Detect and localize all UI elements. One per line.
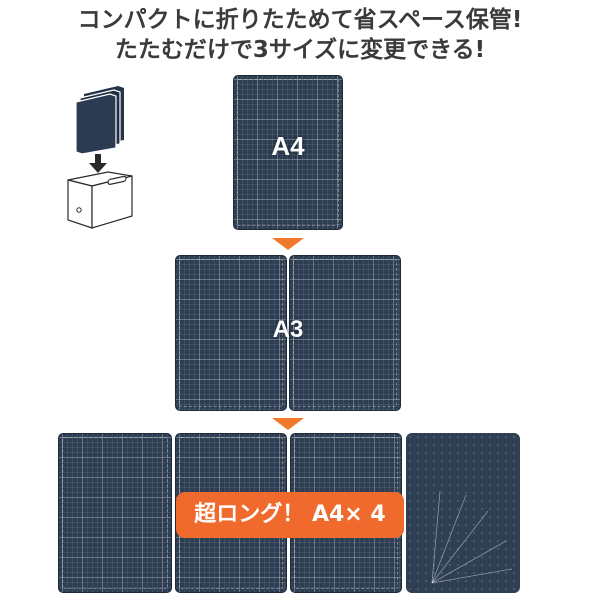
- storage-box-icon: [67, 171, 133, 229]
- headline-line-1: コンパクトに折りたためて省スペース保管!: [77, 7, 523, 33]
- long-mat-panel-4-back: [406, 433, 520, 593]
- a4-mat: A4: [233, 75, 343, 230]
- arrow-down-1: [272, 238, 304, 250]
- long-mat-panel-1: [58, 433, 172, 593]
- super-long-badge: 超ロング！ A4× 4: [176, 492, 404, 538]
- folded-mat-icon: [75, 86, 124, 155]
- headline-line-2: たたむだけで3サイズに変更できる!: [114, 37, 486, 63]
- a3-mat-left: [175, 255, 287, 411]
- storage-illustration: [67, 86, 133, 229]
- arrow-down-2: [272, 418, 304, 430]
- a3-label: A3: [272, 316, 304, 343]
- down-arrow-icon: [89, 154, 107, 173]
- a4-label: A4: [271, 131, 305, 161]
- a3-mat-right: [289, 255, 401, 411]
- angle-guide-lines: [431, 490, 513, 584]
